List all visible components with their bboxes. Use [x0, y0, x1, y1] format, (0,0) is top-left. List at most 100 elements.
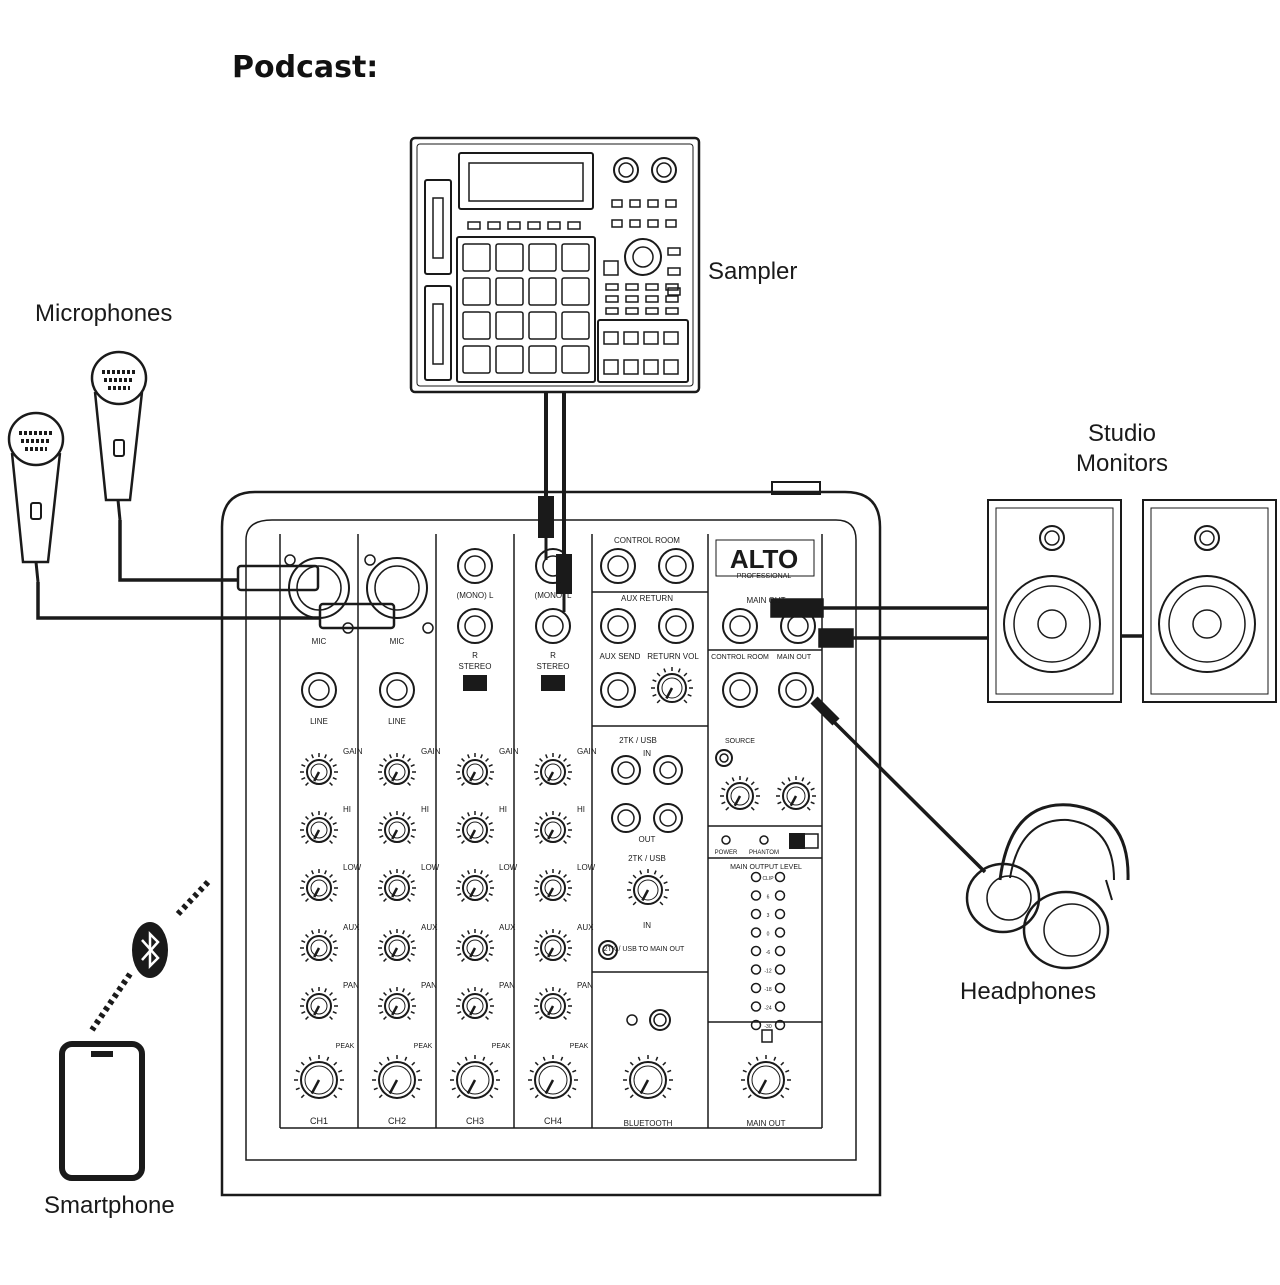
knob: [456, 753, 494, 786]
knob-label-pan: PAN: [343, 981, 359, 990]
headphones-cable: [810, 696, 987, 874]
sampler-pad: [495, 243, 524, 272]
channel-label-ch2: CH2: [388, 1116, 406, 1126]
control-room-label: CONTROL ROOM: [614, 536, 680, 545]
knob: [534, 869, 572, 902]
studio-monitors-label-line2: Monitors: [1075, 450, 1169, 477]
channel-label-ch4: CH4: [544, 1116, 562, 1126]
knob: [534, 753, 572, 786]
aux-send-label: AUX SEND: [600, 652, 641, 661]
knob: [378, 753, 416, 786]
sampler-pad: [462, 311, 491, 340]
smartphone-device: [59, 1041, 145, 1181]
out-label: OUT: [639, 835, 656, 844]
headphones-label: Headphones: [960, 978, 1097, 1005]
mic-label: MIC: [312, 637, 327, 646]
tk-usb-in-label: 2TK / USB: [619, 736, 657, 745]
monitor-cables: [770, 598, 1143, 648]
knob: [528, 1055, 578, 1099]
knob: [300, 929, 338, 962]
main-output-level-label: MAIN OUTPUT LEVEL: [730, 864, 802, 871]
knob: [300, 987, 338, 1020]
sampler-cables: [538, 392, 572, 612]
microphone-1: [90, 350, 148, 521]
studio-monitor-left: [987, 499, 1122, 703]
knob: [741, 1055, 791, 1099]
knob-label-aux: AUX: [577, 923, 594, 932]
bluetooth-link: [89, 879, 211, 1032]
mono-l-label: (MONO) L: [535, 591, 572, 600]
knob: [456, 987, 494, 1020]
main-out-label: MAIN OUT: [746, 1119, 785, 1128]
sampler-pad: [495, 311, 524, 340]
knob-label-gain: GAIN: [343, 747, 363, 756]
knob: [623, 1055, 673, 1099]
sampler-pad: [561, 345, 590, 374]
sampler-pad: [561, 277, 590, 306]
microphones-label: Microphones: [35, 300, 173, 327]
knob: [534, 987, 572, 1020]
meter-value: -24: [764, 1006, 771, 1012]
tk-usb-label: 2TK / USB: [628, 854, 666, 863]
meter-value: CLIP: [762, 876, 774, 882]
sampler-pad: [495, 345, 524, 374]
knob-label-gain: GAIN: [499, 747, 519, 756]
sampler-pad: [528, 243, 557, 272]
source-label: SOURCE: [725, 738, 755, 745]
knob: [720, 776, 760, 811]
power-label: POWER: [715, 850, 738, 856]
headphones-device: [965, 803, 1130, 970]
sampler-pad: [528, 345, 557, 374]
knob: [378, 811, 416, 844]
meter-value: 6: [767, 895, 770, 901]
mic-label: MIC: [390, 637, 405, 646]
knob: [627, 869, 669, 906]
sampler-pad: [462, 243, 491, 272]
sampler-pad: [528, 277, 557, 306]
knob: [300, 811, 338, 844]
main-out-jack-label: MAIN OUT: [777, 654, 812, 661]
smartphone-label: Smartphone: [44, 1192, 175, 1219]
studio-monitors-label-line1: Studio: [1087, 420, 1157, 447]
line-label: LINE: [310, 717, 328, 726]
peak-label: PEAK: [336, 1043, 355, 1050]
return-vol-label: RETURN VOL: [647, 652, 699, 661]
meter-value: -18: [764, 987, 771, 993]
knob: [372, 1055, 422, 1099]
sampler-device: [409, 136, 701, 394]
sampler-pad: [462, 345, 491, 374]
knob: [378, 869, 416, 902]
alto-brand-logo: ALTO: [730, 544, 798, 574]
knob: [300, 869, 338, 902]
control-room-small-label: CONTROL ROOM: [711, 654, 769, 661]
sampler-pad: [495, 277, 524, 306]
peak-label: PEAK: [570, 1043, 589, 1050]
studio-monitor-right: [1142, 499, 1277, 703]
alto-mixer: [220, 481, 882, 1197]
stereo-label: STEREO: [537, 662, 570, 671]
line-label: LINE: [388, 717, 406, 726]
meter-value: 3: [767, 913, 770, 919]
alto-brand-sub: PROFESSIONAL: [737, 573, 792, 580]
sampler-pad: [561, 243, 590, 272]
sampler-label: Sampler: [708, 258, 798, 285]
meter-value: 0: [767, 932, 770, 938]
sampler-pad: [561, 311, 590, 340]
page-title: Podcast:: [232, 50, 379, 85]
stereo-label: STEREO: [459, 662, 492, 671]
knob: [534, 811, 572, 844]
tk-to-main-label: 2TK / USB TO MAIN OUT: [604, 946, 685, 953]
microphone-2: [7, 411, 65, 583]
knob-label-hi: HI: [499, 805, 507, 814]
r-label: R: [472, 651, 478, 660]
knob-label-aux: AUX: [499, 923, 516, 932]
in-label-2: IN: [643, 921, 651, 930]
knob: [294, 1055, 344, 1099]
channel-label-ch1: CH1: [310, 1116, 328, 1126]
peak-label: PEAK: [492, 1043, 511, 1050]
knob-label-low: LOW: [421, 863, 440, 872]
knob-label-hi: HI: [421, 805, 429, 814]
phantom-label: PHANTOM: [749, 850, 779, 856]
knob: [456, 811, 494, 844]
